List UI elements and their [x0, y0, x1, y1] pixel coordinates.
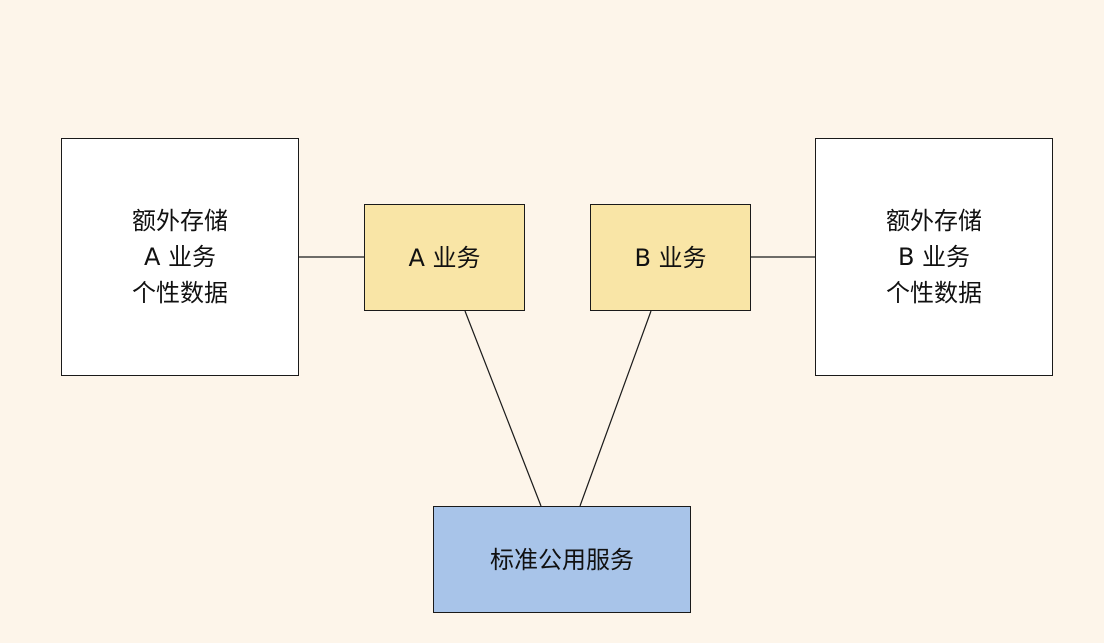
- connector-service-a-to-public-service: [464, 310, 542, 507]
- storage-a-line-2: A 业务: [143, 243, 217, 271]
- service-b-label: B 业务: [634, 243, 707, 272]
- storage-b-line-2: B 业务: [897, 243, 971, 271]
- connector-service-b-to-public-service: [579, 310, 652, 507]
- service-a-label: A 业务: [408, 243, 481, 272]
- storage-b-box: 额外存储 B 业务 个性数据: [815, 138, 1053, 376]
- public-service-box: 标准公用服务: [433, 506, 691, 613]
- public-service-label: 标准公用服务: [490, 545, 634, 574]
- service-b-box: B 业务: [590, 204, 751, 311]
- storage-a-line-3: 个性数据: [132, 279, 228, 307]
- storage-a-line-1: 额外存储: [132, 207, 228, 235]
- storage-a-box: 额外存储 A 业务 个性数据: [61, 138, 299, 376]
- storage-b-line-1: 额外存储: [886, 207, 982, 235]
- storage-b-line-3: 个性数据: [886, 279, 982, 307]
- service-a-box: A 业务: [364, 204, 525, 311]
